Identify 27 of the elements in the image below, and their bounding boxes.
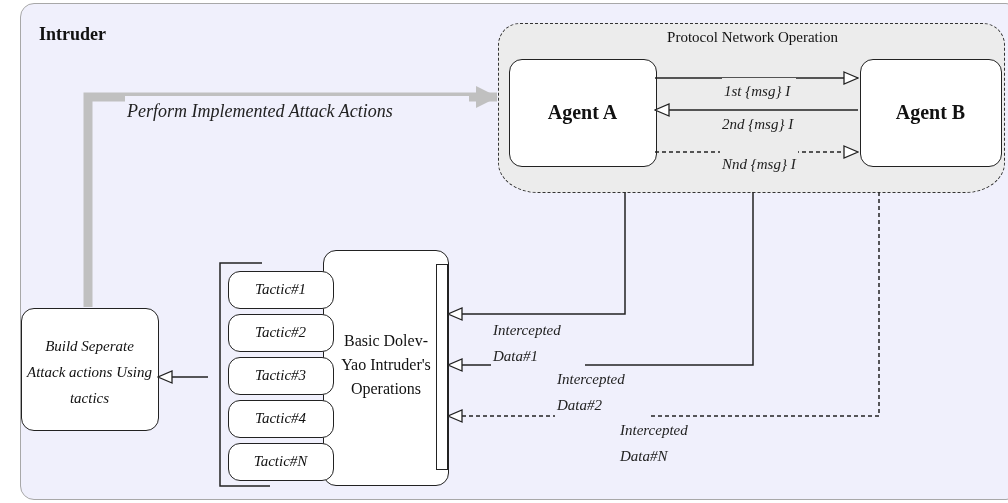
action-label: Build Seperate Attack actions Using tactics <box>26 337 153 408</box>
agent-label: Agent B <box>894 100 967 124</box>
action-box <box>21 308 159 431</box>
tactic-box <box>228 443 334 481</box>
network-cloud <box>498 23 1005 193</box>
agent-box <box>509 59 657 167</box>
agent-box <box>860 59 1002 167</box>
arrow <box>654 71 859 85</box>
arrow <box>447 191 626 321</box>
panel-title: Intruder <box>39 24 107 46</box>
arrow <box>83 86 498 307</box>
tactic-label: Tactic#4 <box>253 409 308 427</box>
tactic-label: Tactic#2 <box>253 323 308 341</box>
tactic-box <box>228 271 334 309</box>
operations-label: Basic Dolev-Yao Intruder's Operations <box>340 331 432 400</box>
tactic-box <box>228 314 334 352</box>
arrow <box>654 103 859 117</box>
tactic-label: Tactic#3 <box>253 366 308 384</box>
operations-box <box>323 250 449 486</box>
tactic-box <box>228 400 334 438</box>
arrow <box>157 370 209 384</box>
tactic-label: Tactic#1 <box>253 280 308 298</box>
panel-title: Protocol Network Operation <box>666 28 839 46</box>
tactic-box <box>228 357 334 395</box>
tactic-label: Tactic#N <box>252 452 309 470</box>
intruder-panel <box>20 3 1008 500</box>
agent-label: Agent A <box>546 100 619 124</box>
